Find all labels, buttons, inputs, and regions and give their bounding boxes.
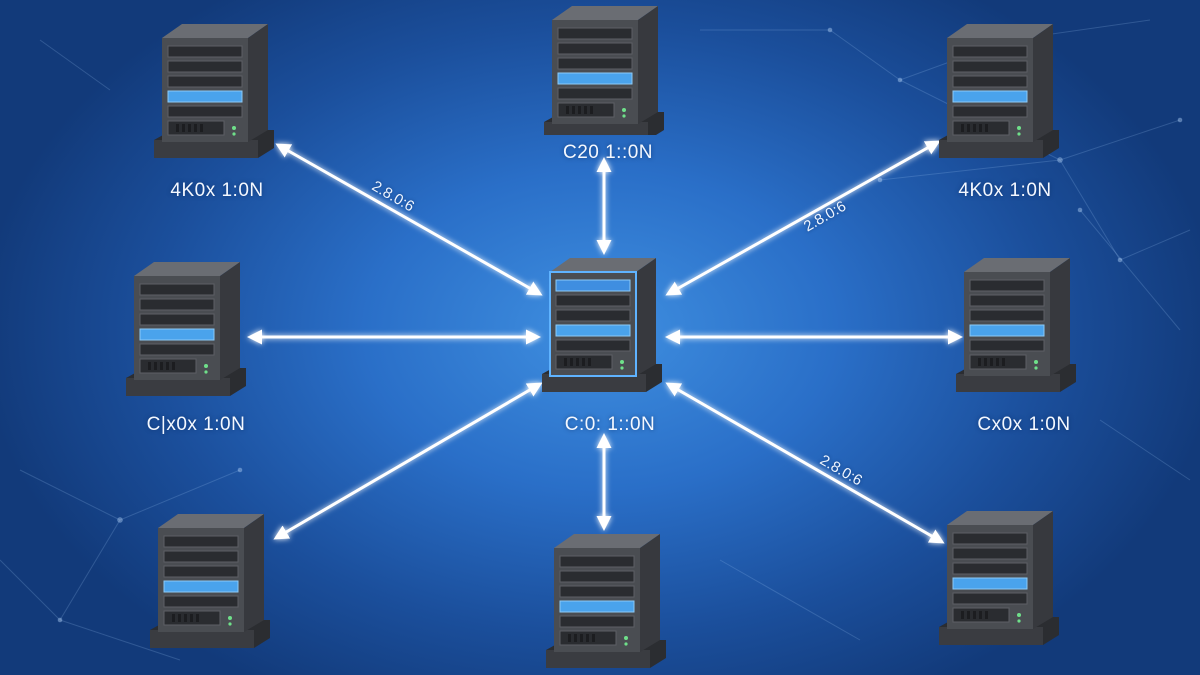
node-label-top-left: 4K0x 1:0N — [170, 180, 264, 201]
server-top-center-icon — [540, 0, 670, 135]
node-label-top-center: C20 1::0N — [562, 142, 654, 163]
node-label-hub: C:0: 1::0N — [564, 414, 656, 435]
server-top-right-icon — [935, 18, 1065, 168]
arrow-top-right — [665, 140, 941, 296]
server-mid-right-icon — [952, 252, 1082, 402]
arrow-bottom-left — [273, 382, 543, 540]
node-label-mid-left: C|x0x 1:0N — [146, 414, 246, 435]
server-top-left-icon — [150, 18, 280, 168]
arrow-top-left — [275, 143, 543, 296]
arrow-bottom-right — [665, 382, 945, 544]
node-label-mid-right: Cx0x 1:0N — [977, 414, 1071, 435]
server-bottom-right-icon — [935, 505, 1065, 665]
server-bottom-center-icon — [542, 528, 672, 675]
server-hub-icon — [538, 252, 668, 402]
server-bottom-left-icon — [146, 508, 276, 668]
server-mid-left-icon — [122, 256, 252, 406]
node-label-top-right: 4K0x 1:0N — [958, 180, 1052, 201]
